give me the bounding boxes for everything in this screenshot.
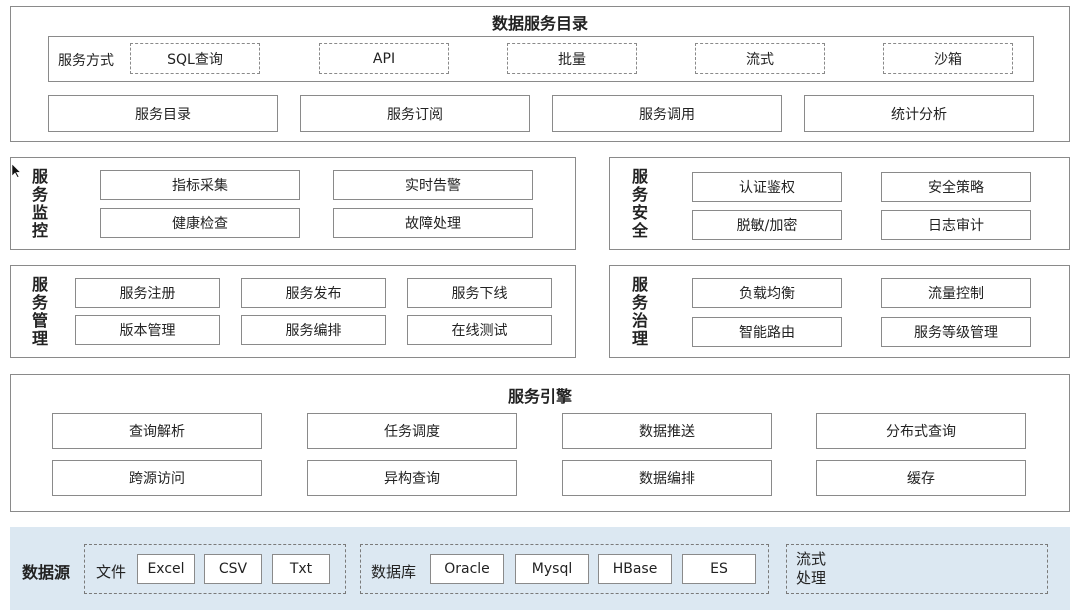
source-txt: Txt — [272, 554, 330, 584]
monitor-fault: 故障处理 — [333, 208, 533, 238]
engine-distributed-query: 分布式查询 — [816, 413, 1026, 449]
service-mode-label: 服务方式 — [58, 53, 114, 69]
security-title: 服务安全 — [631, 167, 648, 240]
file-group — [84, 544, 346, 594]
db-label: 数据库 — [371, 563, 417, 581]
stream-group — [786, 544, 1048, 594]
monitor-health: 健康检查 — [100, 208, 300, 238]
source-hbase: HBase — [598, 554, 672, 584]
source-mysql: Mysql — [515, 554, 589, 584]
db-group — [360, 544, 769, 594]
mgmt-online-test: 在线测试 — [407, 315, 552, 345]
mode-stream: 流式 — [695, 43, 825, 74]
monitor-metrics: 指标采集 — [100, 170, 300, 200]
catalog-title: 数据服务目录 — [491, 14, 588, 33]
monitor-alerts: 实时告警 — [333, 170, 533, 200]
security-auth: 认证鉴权 — [692, 172, 842, 202]
source-oracle: Oracle — [430, 554, 504, 584]
engine-cross-source: 跨源访问 — [52, 460, 262, 496]
gov-load-balance: 负载均衡 — [692, 278, 842, 308]
catalog-item-subscribe: 服务订阅 — [300, 95, 530, 132]
engine-data-orchestration: 数据编排 — [562, 460, 772, 496]
engine-title: 服务引擎 — [507, 387, 572, 406]
catalog-item-invoke: 服务调用 — [552, 95, 782, 132]
mgmt-version: 版本管理 — [75, 315, 220, 345]
source-excel: Excel — [137, 554, 195, 584]
gov-sla: 服务等级管理 — [881, 317, 1031, 347]
mgmt-orchestration: 服务编排 — [241, 315, 386, 345]
engine-query-parse: 查询解析 — [52, 413, 262, 449]
gov-smart-routing: 智能路由 — [692, 317, 842, 347]
mgmt-publish: 服务发布 — [241, 278, 386, 308]
datasource-title: 数据源 — [22, 563, 71, 582]
file-label: 文件 — [96, 563, 127, 581]
mgmt-register: 服务注册 — [75, 278, 220, 308]
stream-label: 流式处理 — [796, 550, 827, 587]
gov-traffic-control: 流量控制 — [881, 278, 1031, 308]
catalog-item-directory: 服务目录 — [48, 95, 278, 132]
catalog-item-statistics: 统计分析 — [804, 95, 1034, 132]
mode-api: API — [319, 43, 449, 74]
management-title: 服务管理 — [31, 275, 48, 348]
mgmt-offline: 服务下线 — [407, 278, 552, 308]
mode-batch: 批量 — [507, 43, 637, 74]
monitor-title: 服务监控 — [31, 167, 48, 240]
source-csv: CSV — [204, 554, 262, 584]
engine-cache: 缓存 — [816, 460, 1026, 496]
engine-hetero-query: 异构查询 — [307, 460, 517, 496]
security-audit: 日志审计 — [881, 210, 1031, 240]
mode-sql-query: SQL查询 — [130, 43, 260, 74]
engine-task-schedule: 任务调度 — [307, 413, 517, 449]
mouse-cursor-icon — [12, 164, 22, 178]
security-policy: 安全策略 — [881, 172, 1031, 202]
governance-title: 服务治理 — [631, 275, 648, 348]
engine-data-push: 数据推送 — [562, 413, 772, 449]
security-masking: 脱敏/加密 — [692, 210, 842, 240]
mode-sandbox: 沙箱 — [883, 43, 1013, 74]
source-es: ES — [682, 554, 756, 584]
